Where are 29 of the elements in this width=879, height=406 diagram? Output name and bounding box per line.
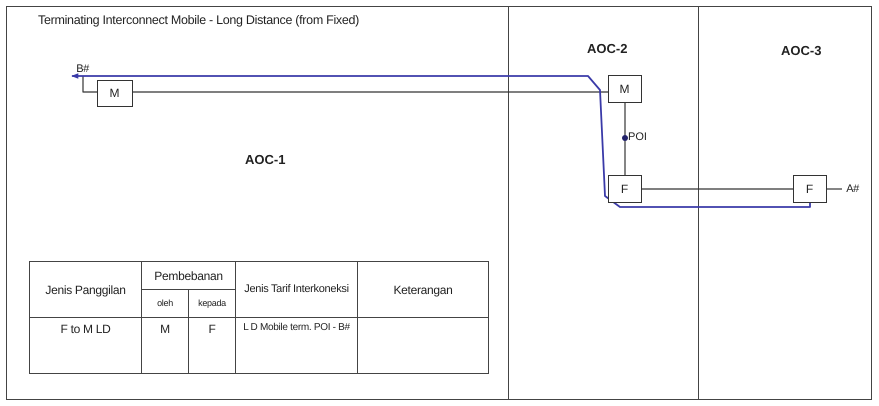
diagram-title: Terminating Interconnect Mobile - Long Distance (from Fixed): [38, 13, 360, 27]
call-path-arrow: [71, 73, 811, 208]
table-cell: L D Mobile term. POI - B#: [236, 318, 358, 374]
region-band: [698, 6, 872, 400]
table-header: Jenis Panggilan: [30, 262, 142, 318]
switch-box: M: [608, 74, 642, 102]
switch-box: M: [96, 80, 132, 106]
table-header: oleh: [142, 290, 188, 318]
table-cell: M: [142, 318, 188, 374]
endpoint-label: B#: [72, 62, 94, 76]
table-cell: F: [188, 318, 236, 374]
region-band: [6, 6, 509, 400]
region-heading: AOC-2: [587, 41, 628, 56]
connector-line: [827, 188, 842, 190]
region-heading: AOC-3: [781, 43, 822, 58]
poi-label: POI: [628, 131, 647, 143]
switch-box: F: [608, 174, 642, 202]
region-band: [508, 6, 699, 400]
connector-line: [82, 76, 97, 93]
switch-box: F: [792, 174, 826, 202]
endpoint-label: A#: [842, 182, 864, 196]
table-header: Pembebanan: [142, 262, 236, 290]
connector-line: [133, 91, 608, 93]
connector-line: [642, 188, 793, 190]
table-header: Jenis Tarif Interkoneksi: [236, 262, 358, 318]
table-cell: F to M LD: [30, 318, 142, 374]
region-heading: AOC-1: [245, 152, 286, 167]
connector-line: [624, 103, 626, 175]
table-header: Keterangan: [358, 262, 488, 318]
